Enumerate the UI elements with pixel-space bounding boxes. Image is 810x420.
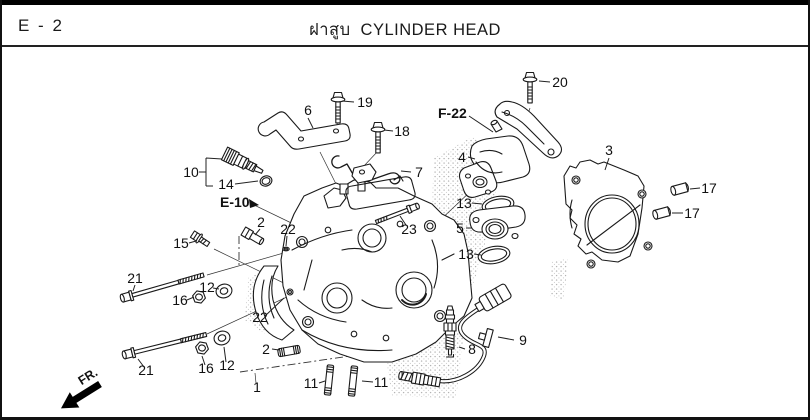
callout-14: 14 xyxy=(218,176,234,192)
part-2-plug-upper xyxy=(240,226,265,246)
callout-2a: 2 xyxy=(257,214,265,230)
callout-20: 20 xyxy=(552,74,568,90)
callout-9: 9 xyxy=(519,332,527,348)
callout-12b: 12 xyxy=(219,357,235,373)
callout-18: 18 xyxy=(394,123,410,139)
part-16-nut-lower xyxy=(194,340,210,356)
fr-direction-arrow: FR. xyxy=(60,365,102,409)
callout-15: 15 xyxy=(173,235,189,251)
part-22-washer-upper xyxy=(282,246,290,252)
callout-23: 23 xyxy=(401,221,417,237)
part-19-flange-bolt xyxy=(330,91,346,124)
callout-21b: 21 xyxy=(138,362,154,378)
part-17-dowel-lower xyxy=(651,205,672,221)
callout-7: 7 xyxy=(415,164,423,180)
callout-10: 10 xyxy=(183,164,199,180)
part-11-stud-right xyxy=(347,365,359,397)
callout-8: 8 xyxy=(468,341,476,357)
callout-2b: 2 xyxy=(262,341,270,357)
part-15-sealing-bolt xyxy=(189,230,211,248)
ref-label-f22: F-22 xyxy=(438,105,467,121)
callout-17b: 17 xyxy=(684,205,700,221)
leader-lines xyxy=(132,80,701,384)
e10-arrowhead xyxy=(249,199,259,208)
part-12-washer-lower xyxy=(211,328,233,348)
part-18-flange-bolt xyxy=(370,121,386,154)
callout-19: 19 xyxy=(357,94,373,110)
page-title: ฝาสูบ CYLINDER HEAD xyxy=(2,17,808,43)
ref-label-e10: E-10 xyxy=(220,194,250,210)
part-17-dowel-upper xyxy=(669,181,690,197)
callout-13a: 13 xyxy=(456,195,472,211)
part-9-oxygen-sensor xyxy=(398,283,512,388)
part-2-stud-lower xyxy=(277,344,301,358)
callout-1-connector xyxy=(254,372,257,384)
page-title-en: CYLINDER HEAD xyxy=(360,21,501,39)
part-1-cylinder-head xyxy=(252,179,473,363)
part-21-bolt-lower xyxy=(120,329,208,361)
part-6-bracket xyxy=(257,111,351,150)
callout-22b: 22 xyxy=(252,309,268,325)
part-10-thermo-sensor xyxy=(220,146,264,174)
callout-12a: 12 xyxy=(199,279,215,295)
page-header: E - 2 ฝาสูบ CYLINDER HEAD xyxy=(2,5,808,47)
callout-11a: 11 xyxy=(304,375,319,391)
part-5-insulator xyxy=(469,205,526,240)
part-4-intake-manifold xyxy=(458,100,563,198)
callout-16a: 16 xyxy=(172,292,188,308)
part-20-flange-bolt xyxy=(522,71,538,104)
callout-4: 4 xyxy=(458,149,466,165)
part-8-spark-plug xyxy=(443,305,457,358)
part-14-oring xyxy=(259,175,273,187)
section-code: E - 2 xyxy=(18,16,64,35)
callout-16b: 16 xyxy=(198,360,214,376)
callout-1: 1 xyxy=(253,379,261,395)
callout-6: 6 xyxy=(304,102,312,118)
part-23-bolt xyxy=(374,202,420,225)
phantom-lines xyxy=(238,236,351,373)
callout-17a: 17 xyxy=(701,180,717,196)
callout-5: 5 xyxy=(456,220,464,236)
callout-3: 3 xyxy=(605,142,613,158)
part-3-gasket xyxy=(563,159,653,269)
callout-11b: 11 xyxy=(374,374,389,390)
top-black-bar xyxy=(2,0,808,5)
part-11-stud-left xyxy=(323,364,335,396)
callout-21a: 21 xyxy=(127,270,143,286)
callout-13b: 13 xyxy=(458,246,474,262)
part-7-wire-clamp xyxy=(331,155,401,185)
callout-labels: 19 6 18 20 10 14 7 4 3 17 17 13 5 13 2 2… xyxy=(127,74,717,395)
callout-22a: 22 xyxy=(280,221,296,237)
head-cover-gasket-outline xyxy=(345,175,416,210)
page-title-thai: ฝาสูบ xyxy=(309,21,351,39)
part-12-washer-upper xyxy=(213,281,235,301)
